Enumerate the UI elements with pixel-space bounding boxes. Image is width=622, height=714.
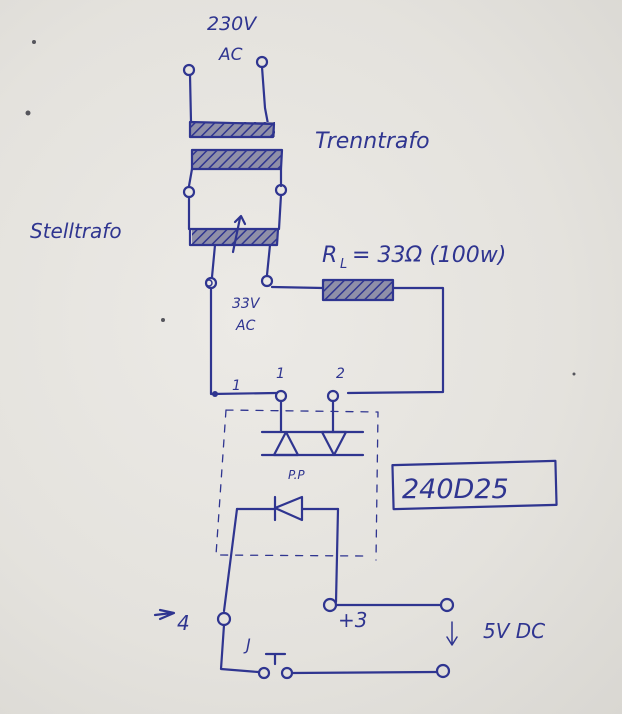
terminal-4-arrow bbox=[153, 608, 176, 621]
load-resistor bbox=[270, 278, 445, 395]
return-wire bbox=[209, 286, 278, 396]
ssr-package bbox=[215, 409, 379, 561]
ssr-pin-2 bbox=[326, 389, 340, 403]
variable-output-terminal-left bbox=[204, 276, 218, 290]
variable-transformer bbox=[187, 193, 283, 290]
relay-part-label: 240D25 bbox=[402, 474, 509, 505]
terminal-3 bbox=[322, 597, 338, 613]
mains-voltage-label: 230V bbox=[207, 13, 258, 35]
triac-down bbox=[320, 430, 348, 457]
switch-label: J bbox=[243, 635, 251, 654]
ssr-output bbox=[260, 389, 365, 457]
isolation-transformer bbox=[182, 120, 288, 199]
pin-1-label: 1 bbox=[276, 366, 285, 382]
mains-input bbox=[182, 55, 270, 126]
resistor-subscript-label: L bbox=[340, 257, 347, 272]
mains-terminal-right bbox=[255, 55, 269, 69]
terminal-4 bbox=[216, 611, 232, 627]
resistor-body bbox=[323, 280, 393, 300]
wiper-arrow bbox=[231, 214, 247, 254]
terminal-4-label: 4 bbox=[177, 611, 190, 635]
left-pin-label: 1 bbox=[232, 378, 241, 394]
isolation-primary-winding bbox=[190, 122, 275, 137]
mains-terminal-left bbox=[182, 63, 196, 77]
variable-transformer-label: Stelltrafo bbox=[30, 219, 122, 243]
paper-specks bbox=[25, 40, 576, 376]
pin-2-label: 2 bbox=[336, 366, 345, 382]
resistor-symbol-label: R bbox=[322, 243, 337, 268]
variable-winding bbox=[192, 229, 277, 245]
secondary-type-label: AC bbox=[235, 318, 256, 334]
pp-label: P.P bbox=[288, 468, 305, 482]
switch bbox=[219, 623, 451, 680]
relay-part-box bbox=[391, 459, 558, 511]
dc-arrow bbox=[446, 621, 458, 646]
isolation-transformer-label: Trenntrafo bbox=[315, 129, 430, 154]
mains-type-label: AC bbox=[218, 45, 243, 65]
variable-output-terminal-right bbox=[260, 274, 274, 288]
isolation-secondary-winding bbox=[192, 150, 282, 169]
secondary-voltage-label: 33V bbox=[232, 296, 261, 312]
triac-up bbox=[272, 430, 300, 457]
terminal-3-label: +3 bbox=[338, 608, 367, 632]
switch-actuator bbox=[264, 652, 287, 666]
dc-negative-terminal bbox=[435, 663, 451, 679]
dc-supply-label: 5V DC bbox=[483, 619, 545, 643]
ssr-input-led bbox=[222, 495, 340, 613]
resistor-value-label: = 33Ω (100w) bbox=[352, 243, 506, 268]
ssr-pin-1 bbox=[274, 389, 288, 403]
dc-positive-terminal bbox=[439, 597, 455, 613]
junction-dot bbox=[212, 391, 218, 397]
